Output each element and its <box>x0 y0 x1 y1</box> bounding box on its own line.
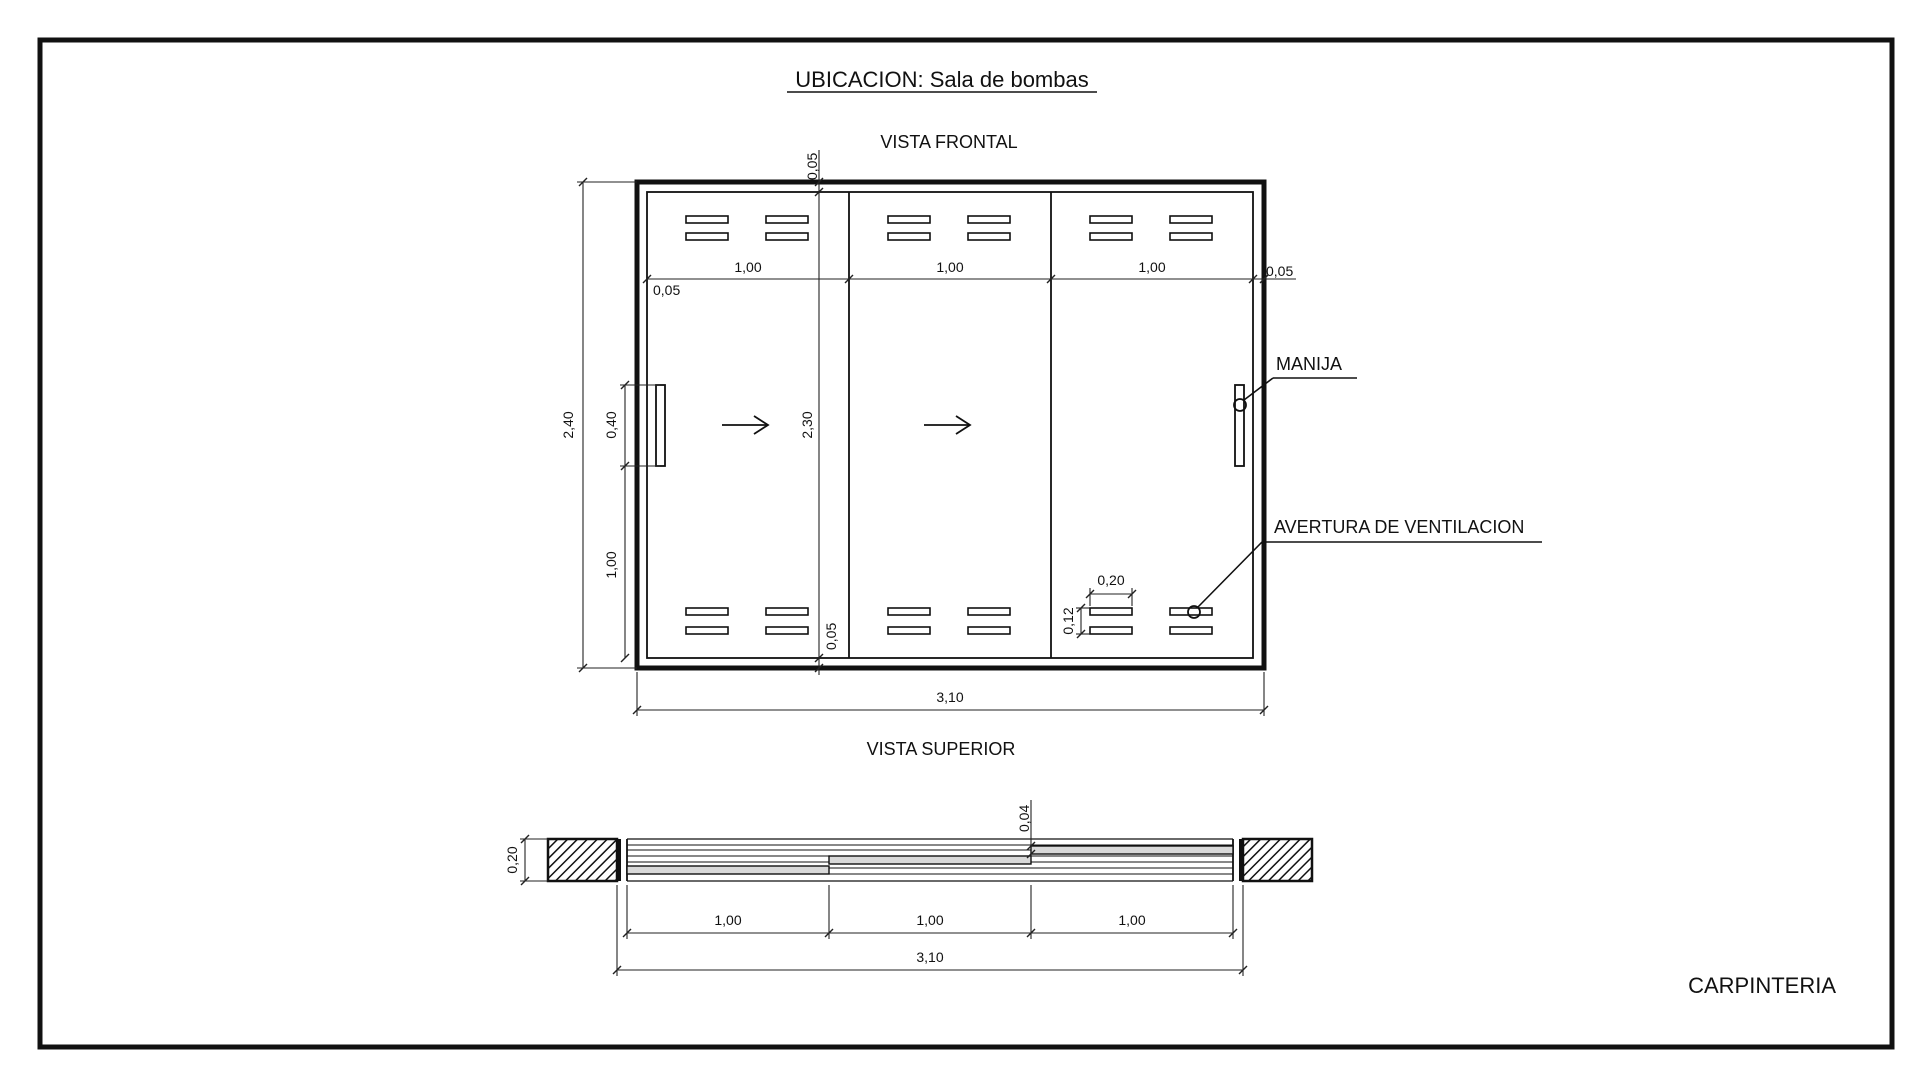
dim-front-leaf-1: 1,00 <box>734 259 761 275</box>
door-frame-inner <box>646 191 1254 659</box>
wall-right <box>1241 837 1314 883</box>
vent-slot <box>887 607 931 616</box>
dim-front-frame-right: 0,05 <box>1266 263 1293 279</box>
dim-front-frame-bottom: 0,05 <box>823 623 839 650</box>
vent-slot <box>887 232 931 241</box>
panel-section-1 <box>626 865 830 875</box>
dim-top-wall-depth: 0,20 <box>504 846 520 873</box>
vent-slot <box>765 626 809 635</box>
top-view-dimensions: 0,20 0,04 1,00 1,00 1,00 3,10 <box>504 800 1248 976</box>
dim-top-leaf-2: 1,00 <box>916 912 943 928</box>
dim-front-handle-base: 1,00 <box>603 551 619 578</box>
dim-top-leaf-1: 1,00 <box>714 912 741 928</box>
callout-vent-label: AVERTURA DE VENTILACION <box>1274 517 1524 537</box>
vent-slot <box>887 215 931 224</box>
dim-front-leaf-2: 1,00 <box>936 259 963 275</box>
front-view-title: VISTA FRONTAL <box>880 132 1017 152</box>
dim-top-leaf-3: 1,00 <box>1118 912 1145 928</box>
vent-slot <box>967 232 1011 241</box>
top-view-plan <box>546 837 1314 883</box>
panel-section-2 <box>828 855 1032 865</box>
vent-slot <box>967 215 1011 224</box>
door-frame <box>634 179 1267 671</box>
sheet-border <box>37 37 1895 1050</box>
vent-slot <box>685 607 729 616</box>
vent-slot <box>1169 232 1213 241</box>
vent-slot <box>765 607 809 616</box>
front-view-elevation <box>634 179 1267 671</box>
vent-slot <box>1169 626 1213 635</box>
top-view-title: VISTA SUPERIOR <box>867 739 1016 759</box>
vent-slot <box>967 607 1011 616</box>
callout-handle-label: MANIJA <box>1276 354 1342 374</box>
front-view-dimensions: 1,00 1,00 1,00 0,05 0,05 0,05 2,30 0,05 … <box>560 150 1296 716</box>
vent-slot <box>685 626 729 635</box>
slide-arrow-icon <box>924 415 972 435</box>
vent-slot <box>887 626 931 635</box>
vent-slot <box>1089 607 1133 616</box>
dim-front-frame-top: 0,05 <box>804 153 820 180</box>
vent-slot <box>765 232 809 241</box>
handle-left <box>655 384 666 467</box>
vent-group-top <box>685 215 1213 241</box>
location-title: UBICACION: Sala de bombas <box>795 67 1088 92</box>
dim-top-panel-thickness: 0,04 <box>1016 805 1032 832</box>
vent-group-bottom <box>685 607 1213 635</box>
vent-slot <box>765 215 809 224</box>
vent-slot <box>685 215 729 224</box>
dim-front-vent-height: 0,12 <box>1060 607 1076 634</box>
dim-top-total-width: 3,10 <box>916 949 943 965</box>
vent-slot <box>685 232 729 241</box>
panel-section-3 <box>1030 845 1234 855</box>
vent-slot <box>1089 232 1133 241</box>
vent-slot <box>1169 215 1213 224</box>
dim-front-handle-height: 0,40 <box>603 411 619 438</box>
wall-left <box>546 837 619 883</box>
vent-slot <box>1089 626 1133 635</box>
handle-right <box>1234 384 1245 467</box>
callout-vent: AVERTURA DE VENTILACION <box>1187 517 1542 619</box>
dim-front-inner-height: 2,30 <box>799 411 815 438</box>
vent-slot <box>1169 607 1213 616</box>
dim-front-frame-left: 0,05 <box>653 282 680 298</box>
dim-front-vent-width: 0,20 <box>1097 572 1124 588</box>
dim-front-total-height: 2,40 <box>560 411 576 438</box>
sheet-title: CARPINTERIA <box>1688 973 1836 998</box>
callout-handle: MANIJA <box>1233 354 1357 412</box>
dim-front-leaf-3: 1,00 <box>1138 259 1165 275</box>
vent-slot <box>967 626 1011 635</box>
slide-arrow-icon <box>722 415 770 435</box>
dim-front-total-width: 3,10 <box>936 689 963 705</box>
vent-slot <box>1089 215 1133 224</box>
